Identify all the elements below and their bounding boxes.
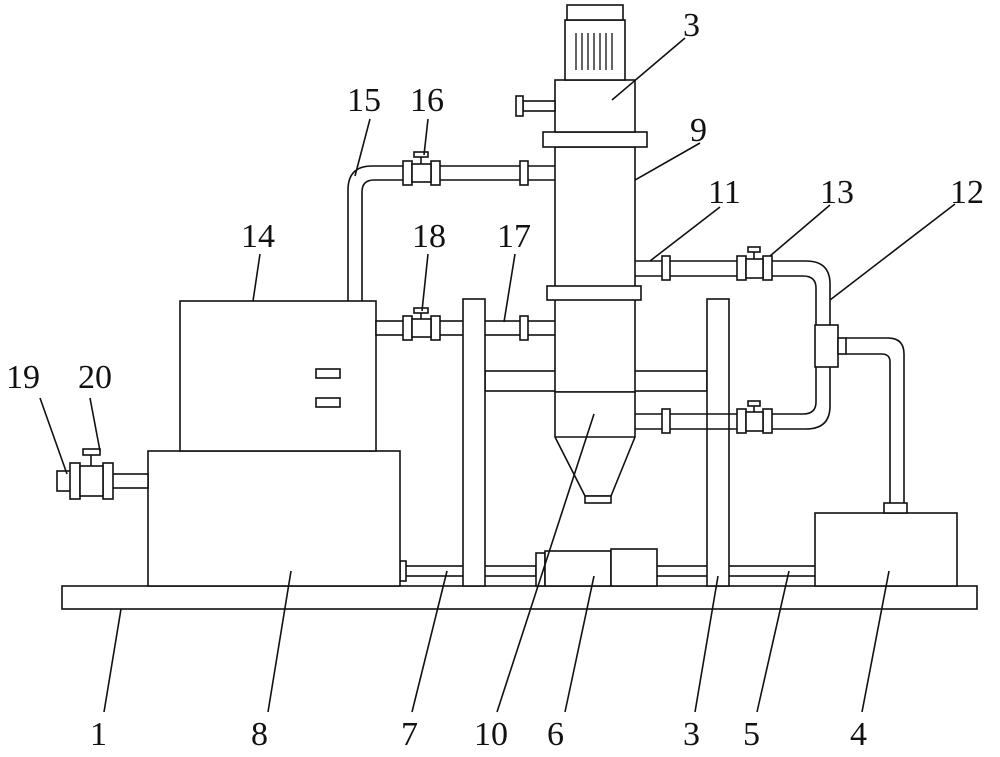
leader-11 xyxy=(650,207,720,261)
valve-18 xyxy=(412,308,431,337)
motor-3 xyxy=(565,5,625,80)
label-12: 12 xyxy=(950,174,984,211)
label-18: 18 xyxy=(412,218,446,255)
tank-8 xyxy=(148,451,400,586)
label-1: 1 xyxy=(90,716,107,753)
label-10: 10 xyxy=(474,716,508,753)
label-4: 4 xyxy=(850,716,867,753)
label-7: 7 xyxy=(401,716,418,753)
label-17: 17 xyxy=(497,218,531,255)
leader-19 xyxy=(40,398,67,474)
column-flange-mid xyxy=(547,286,641,300)
inlet-nozzle xyxy=(523,101,555,111)
label-8: 8 xyxy=(251,716,268,753)
label-9: 9 xyxy=(690,112,707,149)
column-flange-top xyxy=(543,132,647,147)
label-3-top: 3 xyxy=(683,7,700,44)
leader-14 xyxy=(253,254,260,301)
label-15: 15 xyxy=(347,82,381,119)
valve-16 xyxy=(412,152,431,182)
label-13: 13 xyxy=(820,174,854,211)
frame-post-right xyxy=(707,299,729,586)
indicator-slot-upper xyxy=(316,369,340,378)
column-9 xyxy=(543,132,647,392)
label-6: 6 xyxy=(547,716,564,753)
leader-16 xyxy=(424,119,428,155)
label-14: 14 xyxy=(241,218,275,255)
frame-post-left xyxy=(463,299,485,586)
leader-20 xyxy=(90,398,100,451)
pipe-11 xyxy=(635,256,830,325)
valve-13 xyxy=(746,247,763,278)
cone-10 xyxy=(555,392,635,503)
leader-1 xyxy=(104,609,121,712)
leader-18 xyxy=(422,254,428,311)
label-11: 11 xyxy=(708,174,741,211)
leader-13 xyxy=(770,205,830,256)
drive-head-3 xyxy=(516,80,635,132)
label-16: 16 xyxy=(410,82,444,119)
tee-junction xyxy=(815,325,838,367)
control-box-14 xyxy=(180,301,376,451)
leader-12 xyxy=(830,204,955,300)
indicator-slot-lower xyxy=(316,398,340,407)
label-19: 19 xyxy=(6,359,40,396)
pump-6 xyxy=(536,549,657,586)
tank-4 xyxy=(815,503,957,586)
base-plate xyxy=(62,586,977,609)
label-5: 5 xyxy=(743,716,760,753)
leader-17 xyxy=(504,254,515,322)
label-20: 20 xyxy=(78,359,112,396)
pipe-5 xyxy=(656,566,816,576)
label-3-bottom: 3 xyxy=(683,716,700,753)
valve-20 xyxy=(80,449,103,496)
